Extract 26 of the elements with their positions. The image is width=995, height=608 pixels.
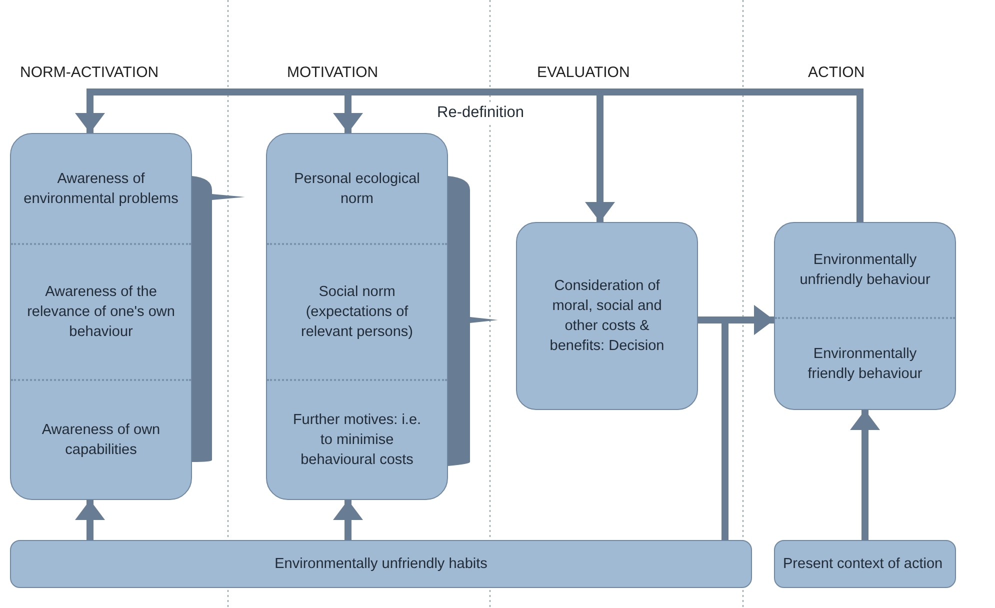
- box-text: Environmentally friendly behaviour: [806, 345, 924, 384]
- box-text: Environmentally unfriendly behaviour: [798, 251, 932, 290]
- box-text: Social norm (expectations of relevant persons): [300, 283, 414, 342]
- column-header: NORM-ACTIVATION: [20, 64, 159, 81]
- bracket: [192, 176, 245, 462]
- process-box: [774, 222, 956, 410]
- box-text: Awareness of own capabilities: [40, 421, 162, 460]
- process-box: [10, 540, 752, 588]
- process-box: [774, 540, 956, 588]
- box-text: Environmentally unfriendly habits: [274, 555, 488, 574]
- column-header: MOTIVATION: [287, 64, 378, 81]
- arrow: [75, 500, 105, 540]
- box-text: Present context of action: [783, 555, 943, 574]
- column-header: EVALUATION: [537, 64, 630, 81]
- column-header: ACTION: [808, 64, 865, 81]
- arrow: [850, 410, 880, 540]
- arrow: [333, 500, 363, 540]
- process-box: [516, 222, 698, 410]
- process-box: [10, 133, 192, 500]
- box-text: Further motives: i.e. to minimise behavioural costs: [292, 411, 422, 470]
- process-box: [266, 133, 448, 500]
- box-text: Consideration of moral, social and other costs & benefits: Decision: [548, 277, 666, 356]
- box-text: Personal ecological norm: [293, 170, 421, 208]
- box-text: Awareness of environmental problems: [23, 170, 179, 208]
- bracket: [448, 176, 498, 466]
- box-text: Awareness of the relevance of one's own behaviour: [26, 283, 176, 342]
